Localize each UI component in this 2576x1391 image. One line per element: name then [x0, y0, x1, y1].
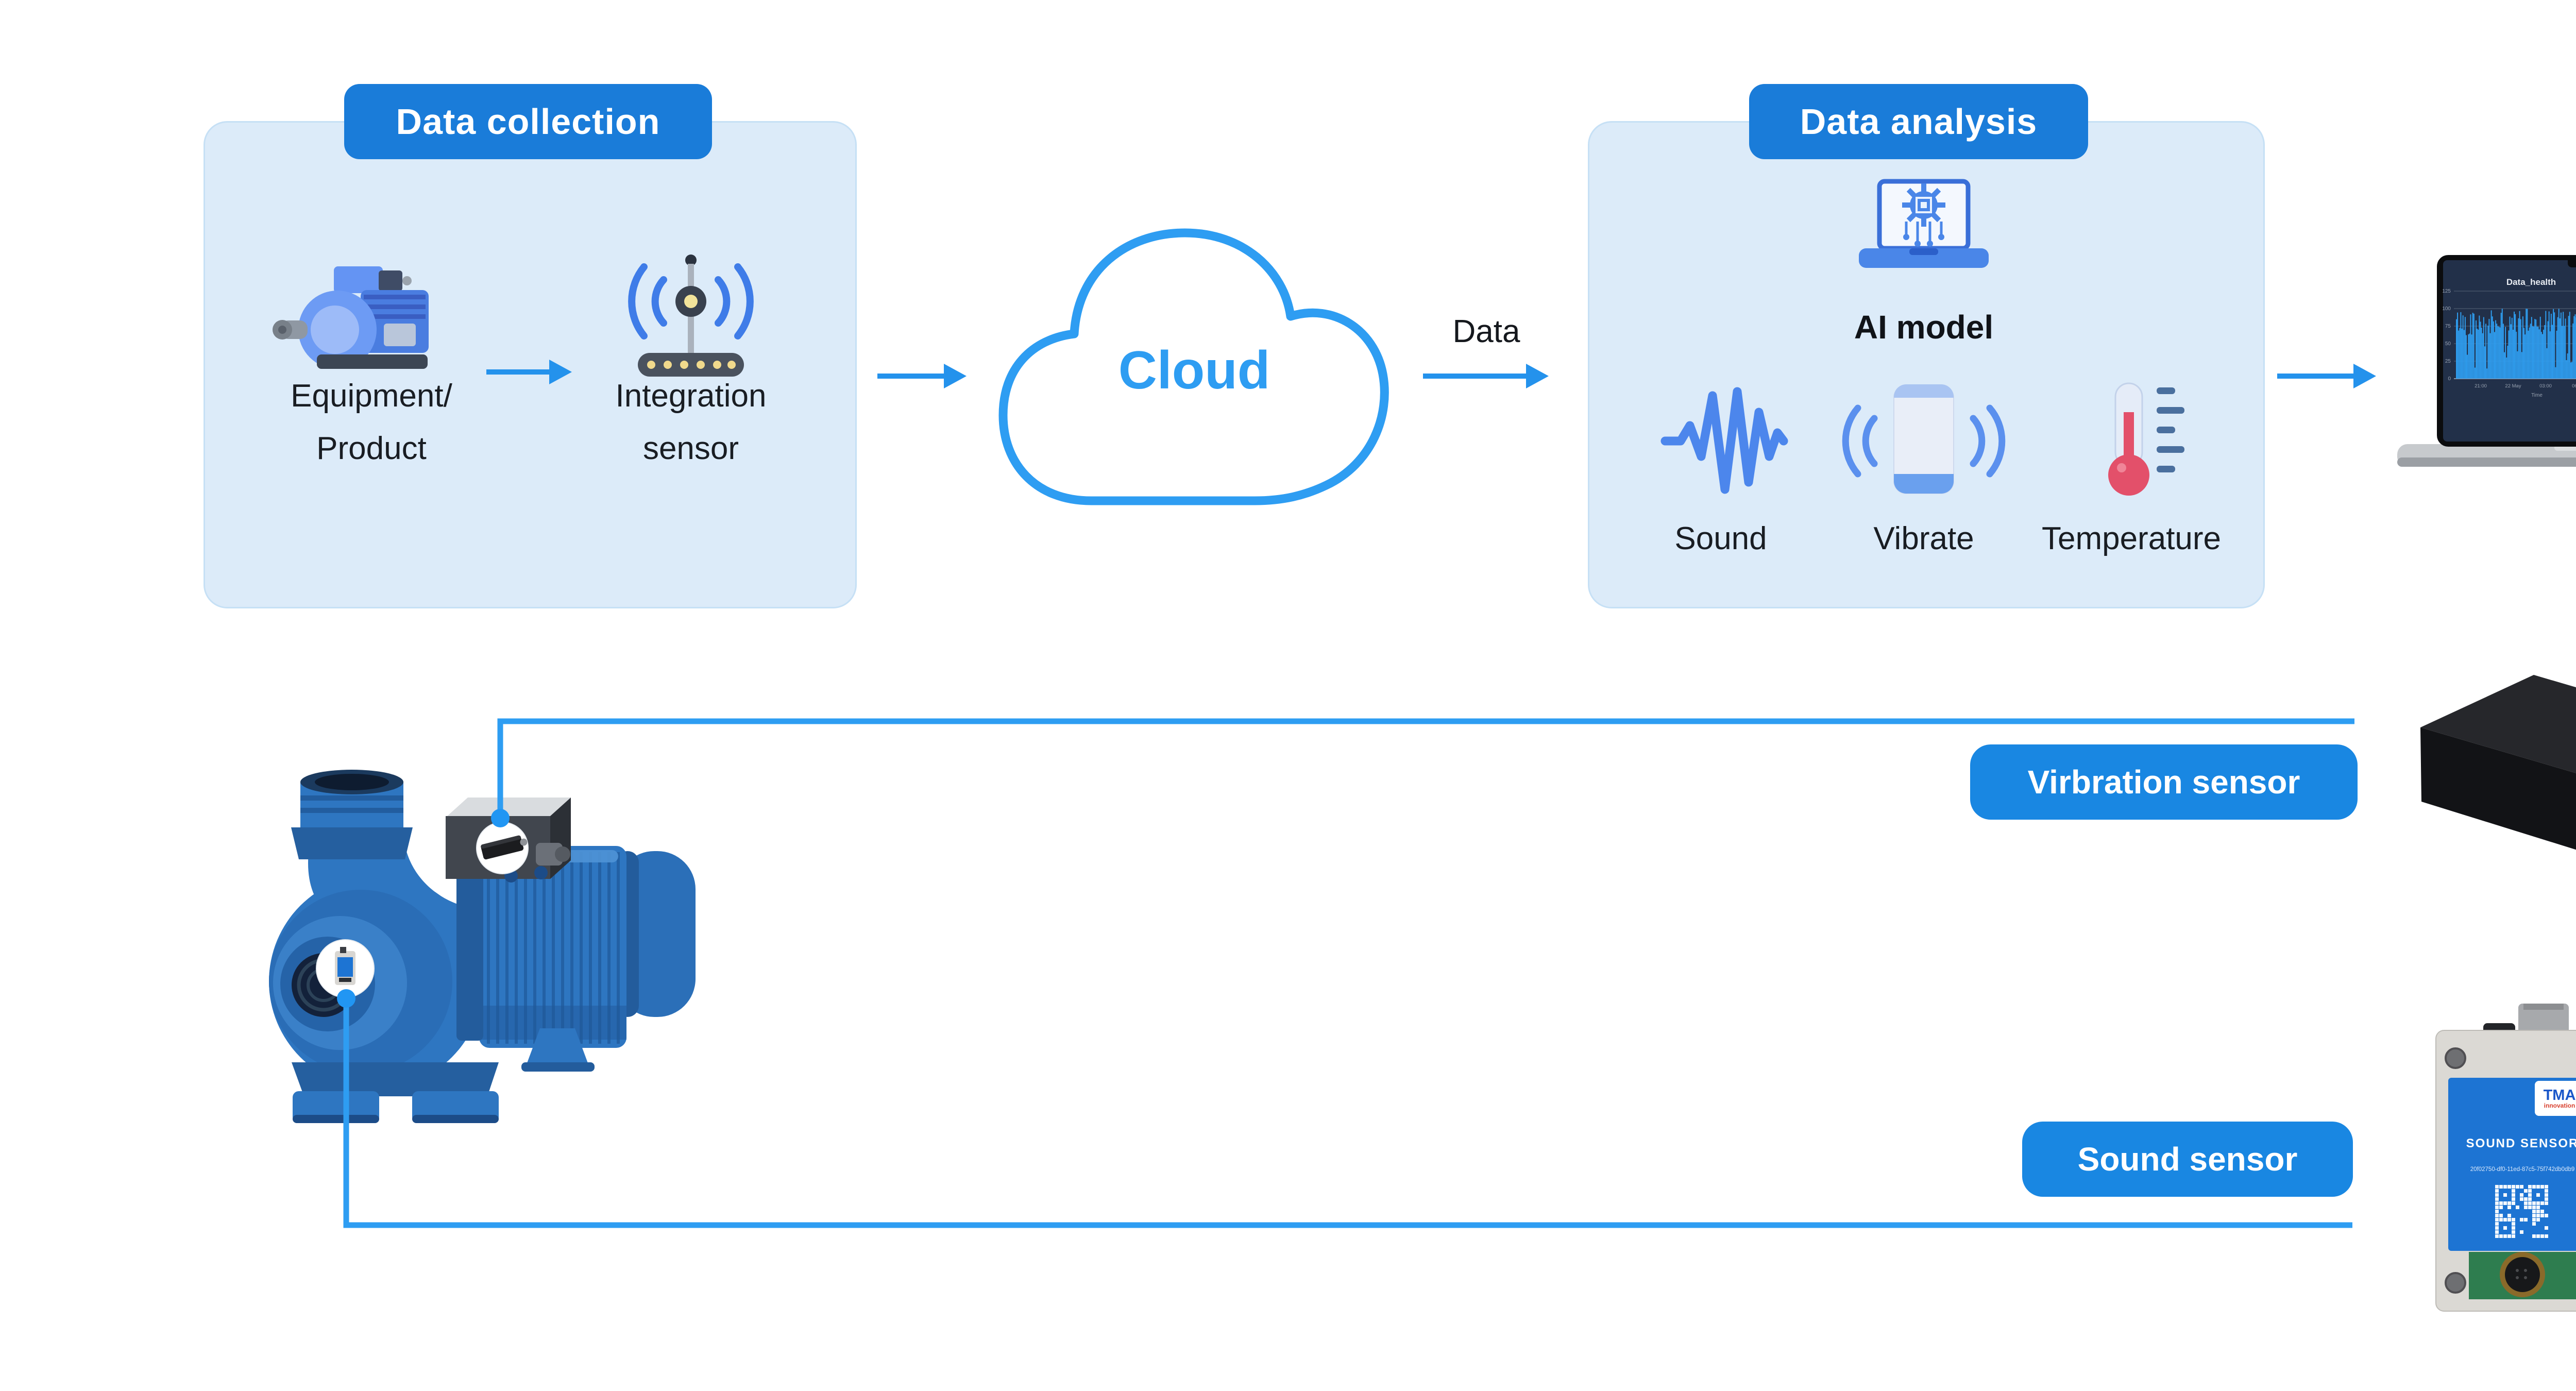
sound-icon-label: Sound [1674, 521, 1767, 556]
equipment-label-line2: Product [316, 431, 427, 466]
sound-device-name: SOUND SENSOR [2466, 1136, 2576, 1150]
temperature-icon-label: Temperature [2041, 521, 2222, 556]
motor-fins [487, 852, 620, 1044]
vibration-sensor-pill: Virbration sensor [1970, 744, 2358, 820]
data-collection-tab: Data collection [344, 84, 712, 159]
chart-title: Data_health [2506, 277, 2556, 287]
sound-sensor-pill: Sound sensor [2022, 1122, 2353, 1197]
waveform-icon [1660, 387, 1788, 494]
integration-label-line1: Integration [615, 378, 767, 414]
svg-text:22 May: 22 May [2505, 383, 2521, 389]
vibrate-icon-label: Vibrate [1873, 521, 1974, 556]
cloud-to-analysis-arrow [1423, 364, 1549, 388]
integration-label-line2: sensor [642, 431, 739, 466]
sound-connector-line [343, 1006, 2352, 1228]
svg-text:0: 0 [2448, 376, 2451, 382]
data-flow-label: Data [1452, 314, 1520, 349]
ai-model-label: AI model [1854, 309, 1994, 346]
equipment-label-line1: Equipment/ [291, 378, 452, 414]
vibration-sensor-image [2420, 675, 2576, 850]
svg-text:03:00: 03:00 [2539, 383, 2552, 389]
cloud-label: Cloud [1118, 341, 1270, 400]
vibration-callout [476, 809, 529, 874]
thermometer-icon [2108, 382, 2184, 496]
svg-text:21:00: 21:00 [2475, 383, 2487, 389]
sound-callout-dot [337, 989, 355, 1008]
vibration-callout-dot [491, 809, 510, 827]
collection-to-cloud-arrow [877, 364, 967, 388]
vibration-connector-line [497, 718, 2354, 810]
gear-icon [1902, 183, 1945, 227]
svg-text:50: 50 [2445, 341, 2451, 347]
svg-text:06:00: 06:00 [2572, 383, 2576, 389]
ai-model-icon [1859, 179, 1989, 268]
analysis-to-laptop-arrow [2277, 364, 2376, 388]
svg-text:75: 75 [2445, 324, 2451, 329]
tma-logo-text: TMA [2543, 1087, 2576, 1104]
tma-logo: TMA innovation [2535, 1081, 2576, 1116]
vibrate-icon [1842, 384, 2006, 494]
svg-text:25: 25 [2445, 359, 2451, 364]
svg-text:Time: Time [2531, 393, 2543, 398]
laptop-notch [2568, 260, 2576, 267]
sound-callout [316, 939, 375, 1008]
chart-waveform [2456, 309, 2576, 379]
sound-device-serial: 20f02750-df0-11ed-87c5-75f742db0db9 [2470, 1166, 2575, 1173]
equipment-to-sensor-arrow [486, 360, 572, 384]
svg-text:125: 125 [2442, 289, 2451, 294]
data-collection-box [204, 121, 857, 608]
svg-text:100: 100 [2442, 306, 2451, 312]
qr-code [2495, 1185, 2548, 1238]
tma-logo-subtext: innovation [2544, 1102, 2575, 1109]
motor-icon [273, 266, 429, 369]
sound-sensor-image [2435, 1004, 2576, 1312]
integration-sensor-label: Integration sensor [541, 370, 840, 475]
equipment-label: Equipment/ Product [222, 370, 521, 475]
cloud-icon [998, 228, 1389, 505]
data-analysis-tab: Data analysis [1749, 84, 2088, 159]
antenna-icon [628, 255, 754, 377]
